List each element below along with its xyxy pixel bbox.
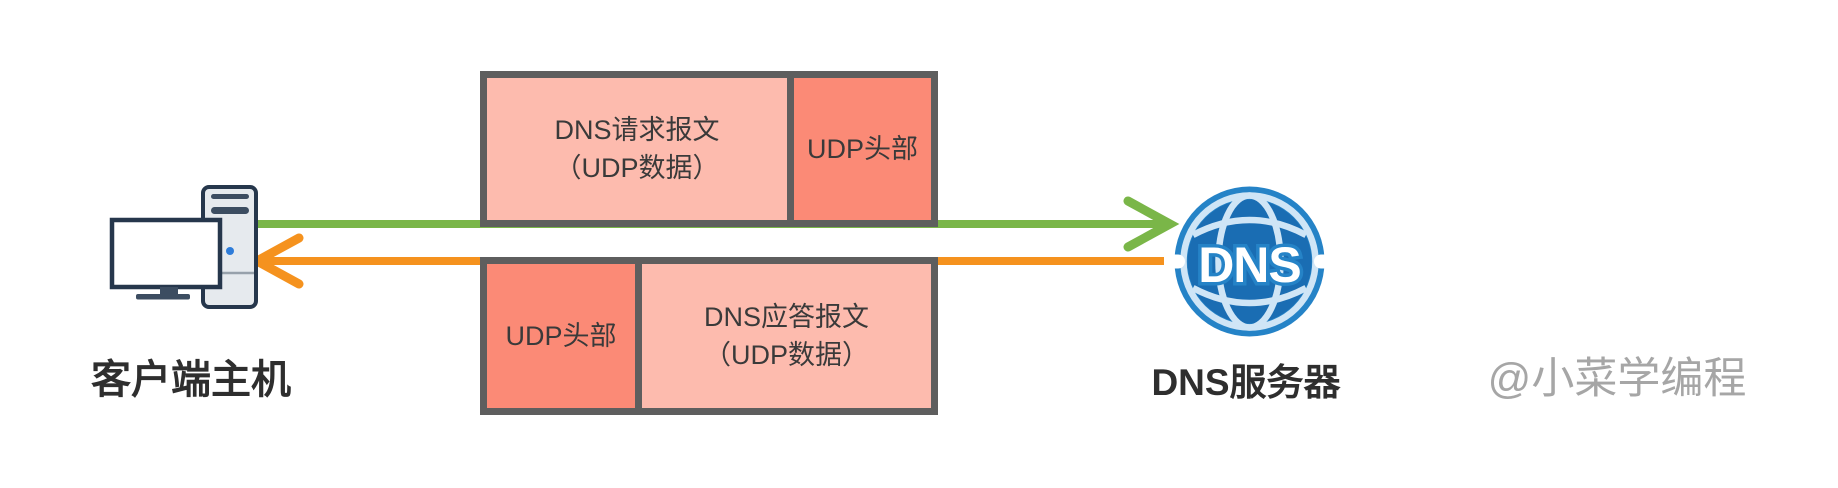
globe-left-notch [1172,254,1185,269]
dns-globe-text: DNS [1198,237,1301,293]
monitor-neck [160,287,178,295]
power-led-icon [226,247,234,255]
watermark-text: @小菜学编程 [1487,355,1747,403]
packet-divider [787,78,794,220]
arrowhead-right-icon [1123,196,1180,252]
udp-header-label: UDP头部 [505,321,617,351]
tower-slot-icon [211,194,249,199]
monitor-base [136,294,190,300]
dns-response-payload-line2: （UDP数据） [703,340,869,370]
dns-request-payload-line1: DNS请求报文 [554,115,720,145]
dns-request-packet-box: DNS请求报文 （UDP数据） UDP头部 [480,71,938,227]
dns-response-payload-line1: DNS应答报文 [703,302,869,332]
udp-header-label: UDP头部 [806,134,918,164]
udp-header-cell: UDP头部 [487,264,635,408]
dns-server-globe-icon: DNS [1172,186,1327,337]
packet-divider [635,264,642,408]
udp-header-cell: UDP头部 [794,78,931,220]
tower-slot-icon [211,207,249,214]
dns-request-payload-cell: DNS请求报文 （UDP数据） [487,78,787,220]
dns-response-payload-cell: DNS应答报文 （UDP数据） [642,264,931,408]
dns-request-payload-line2: （UDP数据） [554,153,720,183]
dns-server-label: DNS服务器 [1151,362,1341,403]
globe-right-notch [1314,254,1327,269]
monitor-screen [109,217,223,290]
globe-inner [1187,199,1312,324]
client-computer-icon [109,185,258,309]
client-host-label: 客户端主机 [91,358,291,402]
dns-response-packet-box: UDP头部 DNS应答报文 （UDP数据） [480,257,938,415]
